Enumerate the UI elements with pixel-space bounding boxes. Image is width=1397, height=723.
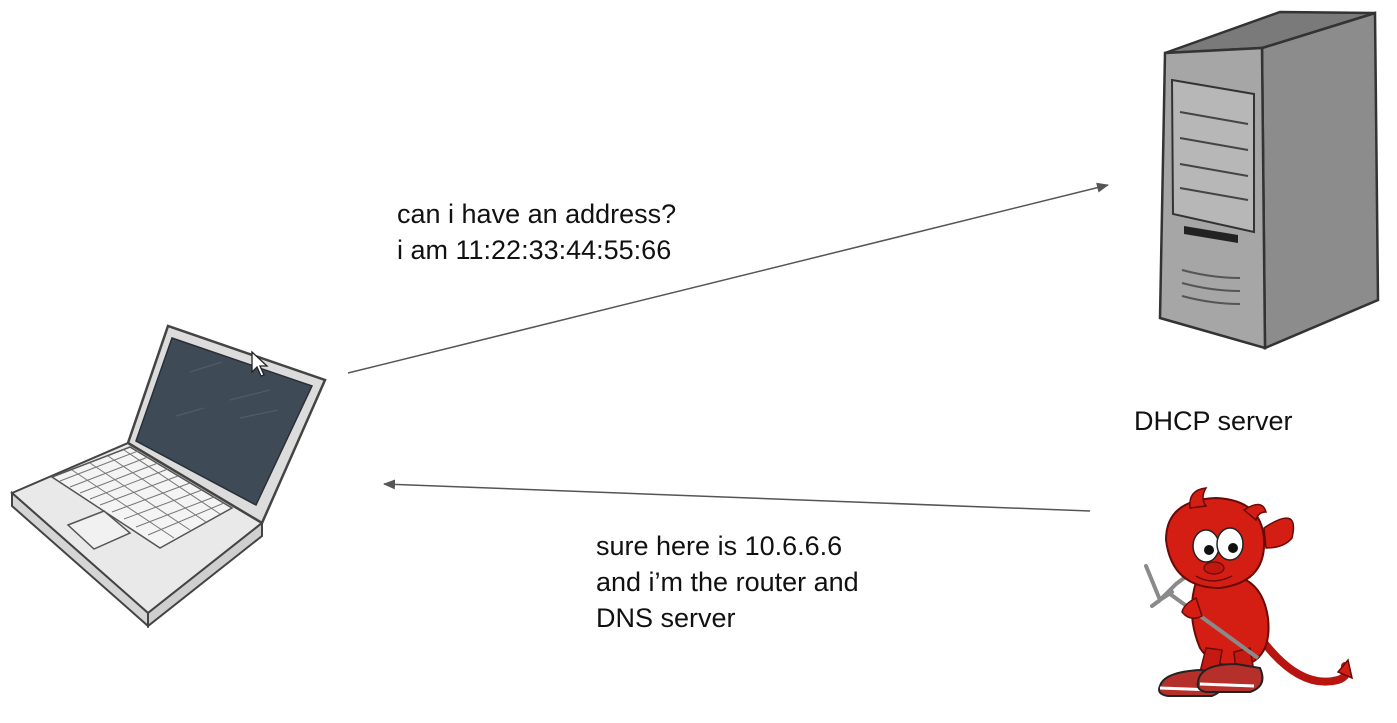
laptop-icon — [10, 324, 327, 629]
request-message-line-2: i am 11:22:33:44:55:66 — [397, 235, 672, 265]
request-message-line-1: can i have an address? — [397, 199, 677, 229]
server-label: DHCP server — [1134, 406, 1293, 436]
reply-message-line-3: DNS server — [596, 603, 736, 633]
reply-message: sure here is 10.6.6.6 and i’m the router… — [596, 528, 859, 636]
bsd-daemon-mascot — [1144, 487, 1354, 697]
reply-arrow — [383, 479, 1091, 512]
reply-message-line-2: and i’m the router and — [596, 567, 859, 597]
reply-message-line-1: sure here is 10.6.6.6 — [596, 531, 843, 561]
request-arrow — [347, 182, 1109, 374]
request-message: can i have an address? i am 11:22:33:44:… — [397, 196, 676, 268]
mouse-cursor-icon — [251, 350, 269, 377]
server-tower-icon — [1158, 10, 1380, 350]
